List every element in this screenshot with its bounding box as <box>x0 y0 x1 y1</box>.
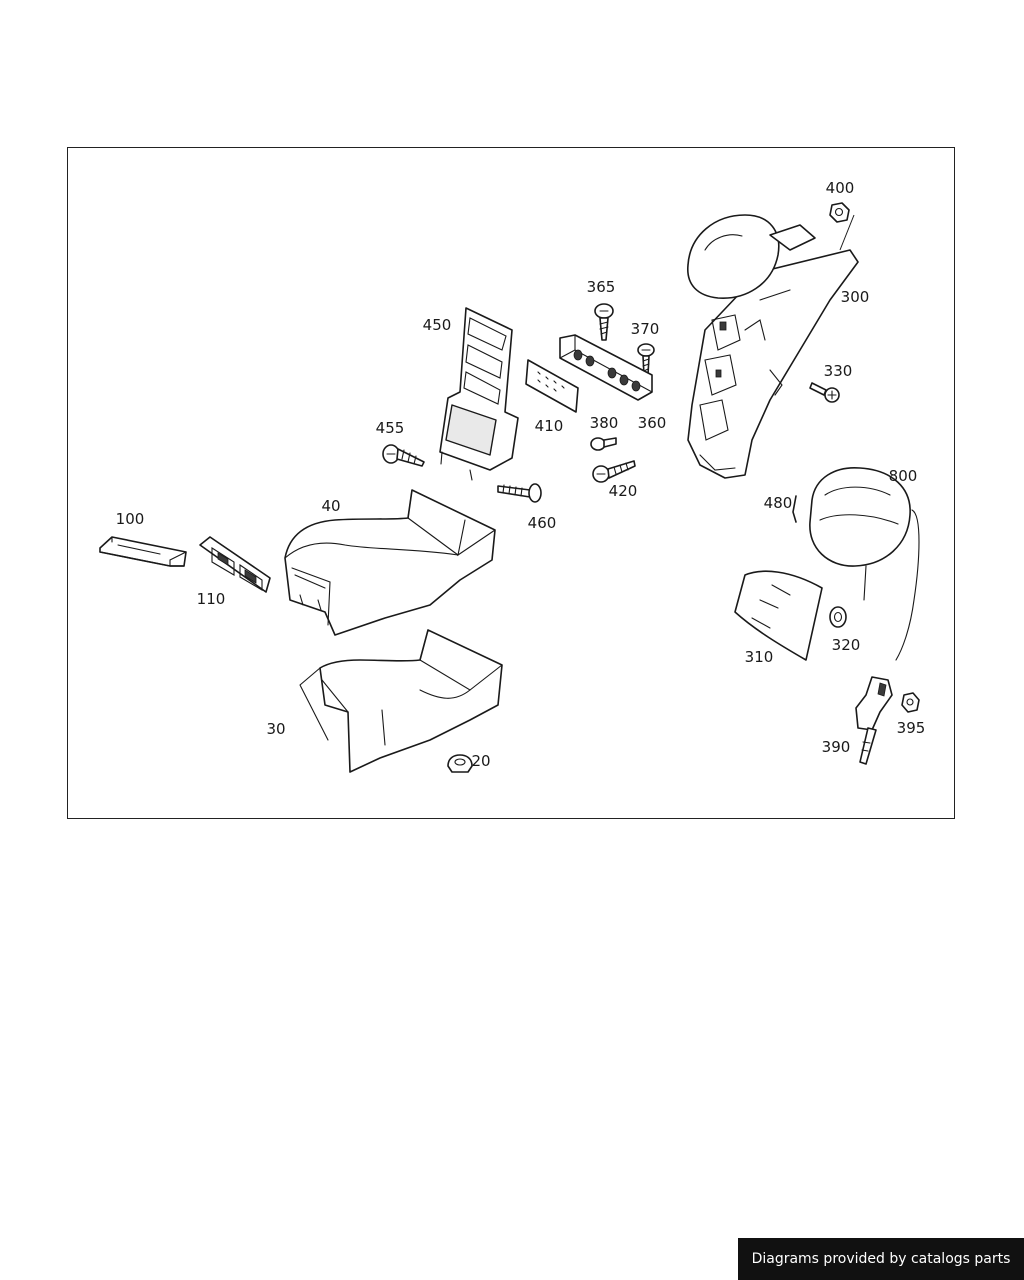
callout-390: 390 <box>822 738 851 756</box>
part-310-cushion-pad[interactable] <box>734 570 823 661</box>
credit-banner: Diagrams provided by catalogs parts <box>738 1238 1024 1280</box>
part-395-nut[interactable] <box>901 692 920 713</box>
part-380-screw[interactable] <box>590 437 617 451</box>
callout-370: 370 <box>631 320 660 338</box>
part-455-screw[interactable] <box>382 444 425 467</box>
part-360-switch-block[interactable] <box>559 334 653 401</box>
part-300-armrest-frame[interactable] <box>687 214 859 479</box>
part-420-screw[interactable] <box>592 460 636 483</box>
part-370-screw[interactable] <box>637 343 655 376</box>
part-410-cover-panel[interactable] <box>525 359 579 413</box>
callout-410: 410 <box>535 417 564 435</box>
part-40-armrest-lid[interactable] <box>284 489 496 636</box>
callout-110: 110 <box>197 590 226 608</box>
callout-100: 100 <box>116 510 145 528</box>
callout-20: 20 <box>471 752 490 770</box>
part-450-console-tray[interactable] <box>439 307 519 481</box>
part-400-nut[interactable] <box>829 202 855 251</box>
part-100-module[interactable] <box>99 536 187 567</box>
diagram-frame <box>67 147 955 819</box>
part-320-clip[interactable] <box>829 606 847 628</box>
part-330-screw[interactable] <box>809 382 840 403</box>
callout-360: 360 <box>638 414 667 432</box>
callout-400: 400 <box>826 179 855 197</box>
part-390-latch[interactable] <box>855 676 893 765</box>
part-800-headrest[interactable] <box>809 467 920 661</box>
callout-40: 40 <box>321 497 340 515</box>
callout-455: 455 <box>376 419 405 437</box>
part-20-grommet[interactable] <box>447 754 473 773</box>
callout-365: 365 <box>587 278 616 296</box>
callout-320: 320 <box>832 636 861 654</box>
callout-310: 310 <box>745 648 774 666</box>
callout-450: 450 <box>423 316 452 334</box>
callout-380: 380 <box>590 414 619 432</box>
part-480-clip[interactable] <box>792 495 797 523</box>
part-460-screw[interactable] <box>497 483 542 503</box>
part-30-console-cover[interactable] <box>299 629 503 773</box>
callout-300: 300 <box>841 288 870 306</box>
callout-420: 420 <box>609 482 638 500</box>
part-365-screw[interactable] <box>594 303 614 341</box>
callout-330: 330 <box>824 362 853 380</box>
part-110-trim-bezel[interactable] <box>199 536 271 593</box>
callout-800: 800 <box>889 467 918 485</box>
callout-30: 30 <box>266 720 285 738</box>
callout-395: 395 <box>897 719 926 737</box>
callout-480: 480 <box>764 494 793 512</box>
callout-460: 460 <box>528 514 557 532</box>
